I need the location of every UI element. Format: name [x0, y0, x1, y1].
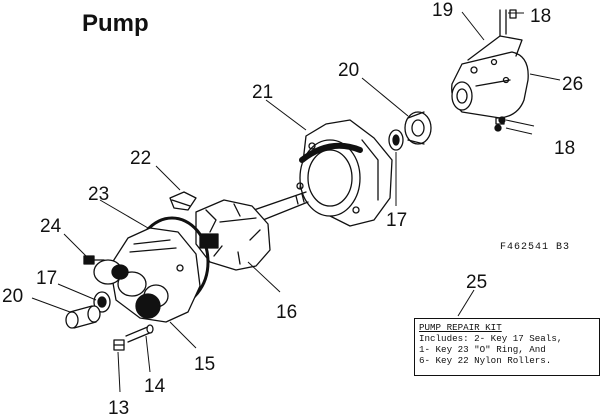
callout-20-upper: 20: [338, 60, 359, 81]
callout-labels: 19 18 26 18 20 21 22 17 23 24 16 17 20 2…: [2, 0, 583, 416]
repair-kit-box: PUMP REPAIR KIT Includes: 2- Key 17 Seal…: [414, 318, 600, 376]
repair-kit-title: PUMP REPAIR KIT: [419, 322, 502, 333]
part-15-end-cover: [93, 227, 201, 323]
callout-13: 13: [108, 398, 129, 416]
callout-21: 21: [252, 82, 273, 103]
figure-number: F462541 B3: [500, 242, 571, 253]
part-18-screws: [494, 9, 517, 132]
callout-20-lower: 20: [2, 286, 23, 307]
part-17-seal-upper: [388, 129, 404, 151]
part-20-bearing-lower: [65, 305, 101, 329]
callout-16: 16: [276, 302, 297, 323]
callout-26: 26: [562, 74, 583, 95]
part-16-rotor: [195, 199, 271, 271]
callout-24: 24: [40, 216, 62, 237]
leader-lines: [31, 11, 561, 393]
callout-18-lower: 18: [554, 138, 575, 159]
repair-kit-line: Includes: 2- Key 17 Seals,: [419, 333, 563, 344]
part-17-seal-lower: [93, 291, 111, 313]
callout-17-upper: 17: [386, 210, 407, 231]
part-21-housing: [296, 119, 393, 227]
callout-23: 23: [88, 184, 109, 205]
repair-kit-line: 6- Key 22 Nylon Rollers.: [419, 355, 552, 366]
callout-22: 22: [130, 148, 151, 169]
part-22-roller: [169, 191, 197, 211]
callout-18-top: 18: [530, 6, 551, 27]
part-20-bearing-upper: [404, 111, 432, 145]
repair-kit-line: 1- Key 23 "O" Ring, And: [419, 344, 546, 355]
callout-15: 15: [194, 354, 215, 375]
callout-25: 25: [466, 272, 487, 293]
diagram-title: Pump: [82, 10, 149, 37]
part-13-screw: [113, 339, 125, 351]
part-24-screw: [83, 255, 105, 265]
pump-shaft: [253, 191, 309, 223]
callout-14: 14: [144, 376, 166, 397]
callout-19: 19: [432, 0, 453, 21]
part-14-pin: [125, 324, 154, 343]
callout-17-lower: 17: [36, 268, 57, 289]
part-26-adapter: [451, 9, 529, 125]
